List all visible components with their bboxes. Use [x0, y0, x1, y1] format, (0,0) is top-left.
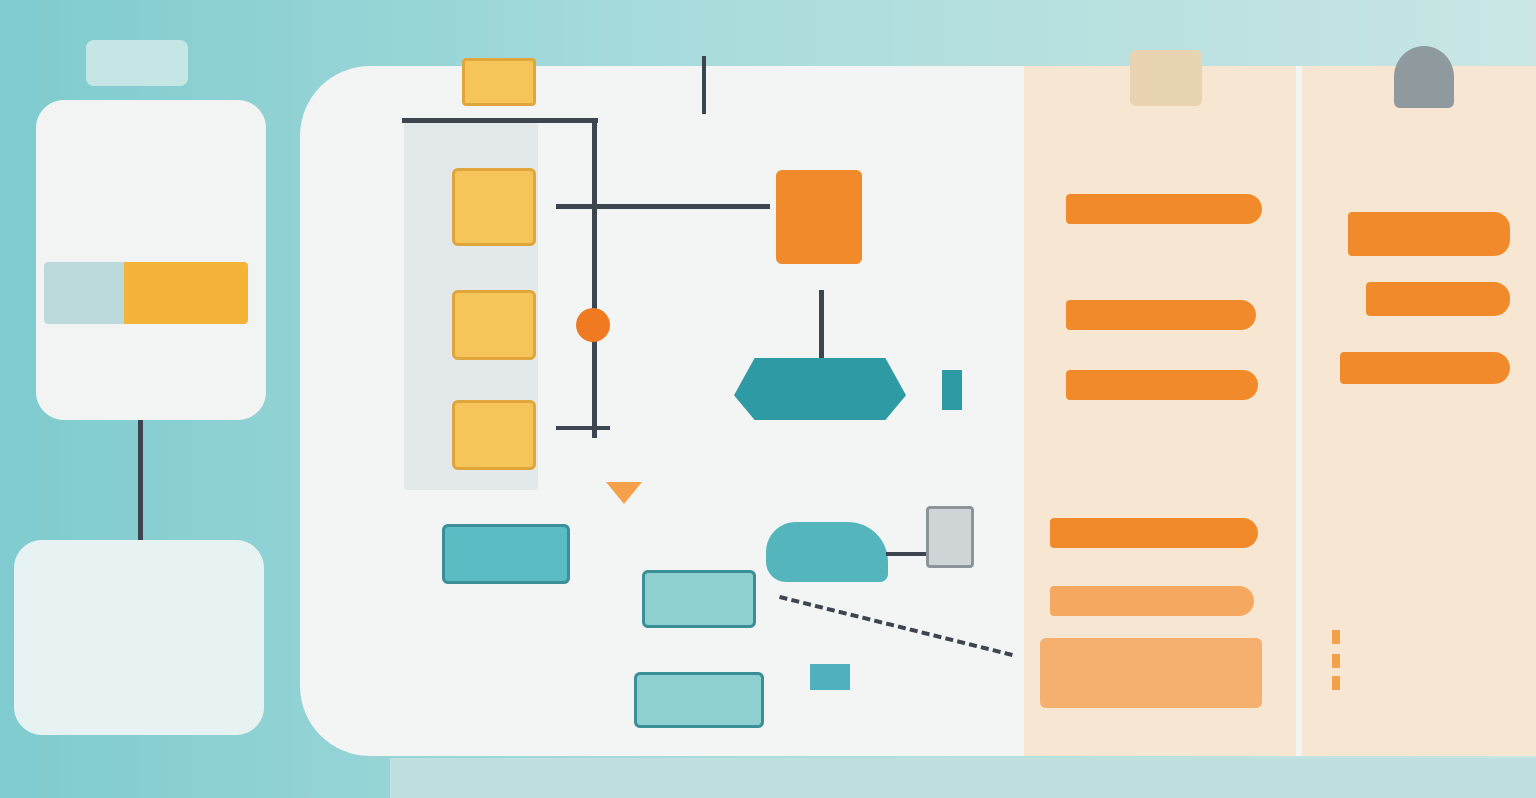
- right-bar-4[interactable]: [1050, 518, 1258, 548]
- yellow-card-3[interactable]: [452, 400, 536, 470]
- teal-box-2[interactable]: [642, 570, 756, 628]
- connector-bottom-h: [556, 426, 610, 430]
- far-right-bar-1[interactable]: [1348, 212, 1510, 256]
- right-bar-1[interactable]: [1066, 194, 1262, 224]
- far-right-bar-3[interactable]: [1340, 352, 1510, 384]
- right-bar-6[interactable]: [1040, 638, 1262, 708]
- connector-main-v: [592, 118, 597, 438]
- yellow-card-1[interactable]: [452, 168, 536, 246]
- yellow-card-2[interactable]: [452, 290, 536, 360]
- legend-marker-1: [1332, 630, 1340, 644]
- junction-node[interactable]: [576, 308, 610, 342]
- highlight-orange-block: [124, 262, 248, 324]
- legend-marker-2: [1332, 654, 1340, 668]
- tree-icon: [1394, 46, 1454, 108]
- right-bar-3[interactable]: [1066, 370, 1258, 400]
- orange-triangle-icon: [606, 482, 642, 504]
- folder-icon: [462, 58, 536, 106]
- device-icon: [926, 506, 974, 568]
- teal-box-3[interactable]: [634, 672, 764, 728]
- right-bar-5[interactable]: [1050, 586, 1254, 616]
- top-tab: [86, 40, 188, 86]
- router-shape[interactable]: [734, 358, 906, 420]
- connector-hub-router: [819, 290, 824, 360]
- cloud-shape[interactable]: [766, 522, 888, 582]
- right-bar-2[interactable]: [1066, 300, 1256, 330]
- connector-top-h: [402, 118, 598, 123]
- far-right-panel: [1302, 66, 1536, 756]
- far-right-bar-2[interactable]: [1366, 282, 1510, 316]
- left-panel: [36, 100, 266, 420]
- bottom-left-panel: [14, 540, 264, 735]
- left-panel-highlight[interactable]: [44, 262, 248, 324]
- small-teal-block: [942, 370, 962, 410]
- small-teal-square: [810, 664, 850, 690]
- hub-box[interactable]: [776, 170, 862, 264]
- bottom-strip: [390, 758, 1536, 798]
- legend-marker-3: [1332, 676, 1340, 690]
- connector-to-hub: [556, 204, 770, 209]
- connector-top-tick: [702, 56, 706, 114]
- teal-box-1[interactable]: [442, 524, 570, 584]
- connector-left-vertical: [138, 420, 143, 540]
- connector-cloud: [886, 552, 926, 556]
- person-icon: [1130, 50, 1202, 106]
